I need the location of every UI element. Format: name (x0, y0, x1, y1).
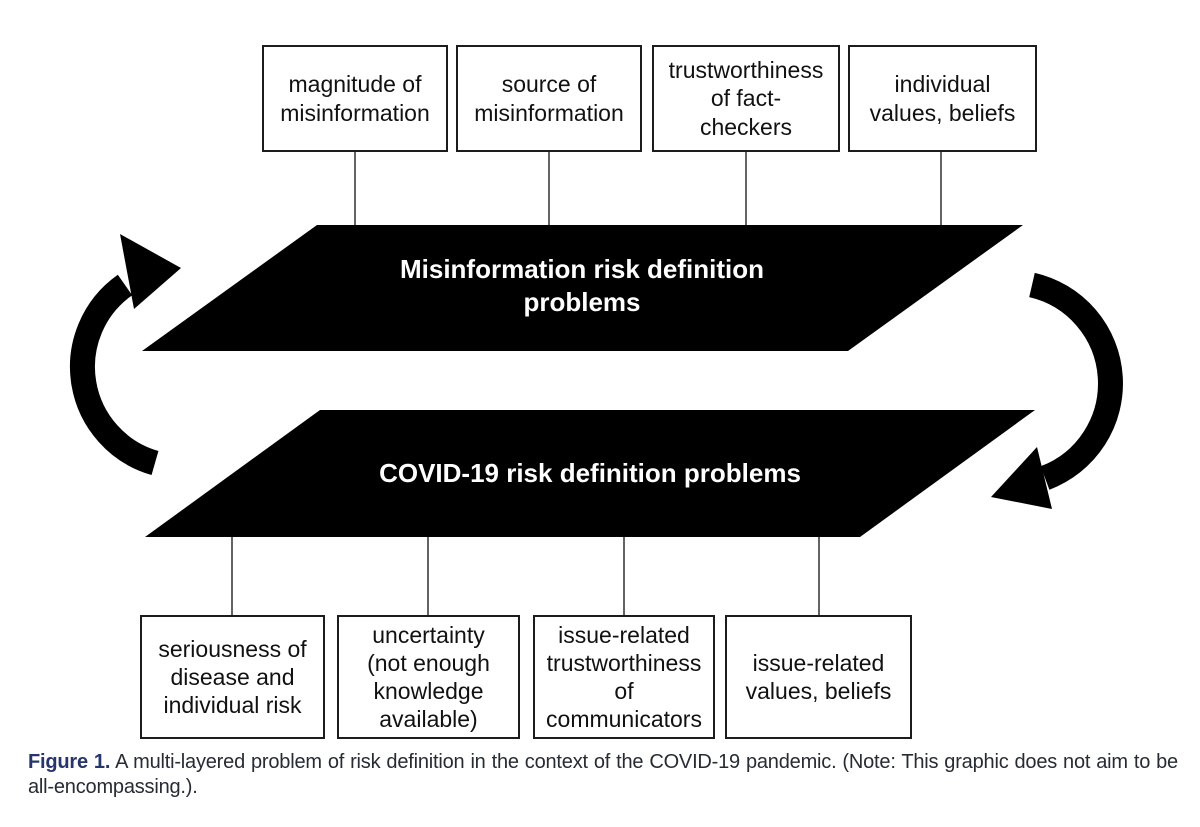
top-box-individual-values-beliefs: individual values, beliefs (848, 45, 1037, 152)
figure-caption: Figure 1. A multi-layered problem of ris… (28, 750, 1178, 800)
box-label: seriousness of disease and individual ri… (158, 635, 307, 719)
box-label: individual values, beliefs (869, 71, 1016, 126)
figure-caption-text: A multi-layered problem of risk definiti… (28, 751, 1178, 798)
cycle-arrow-right-icon (991, 272, 1123, 509)
box-label: trustworthiness of fact- checkers (668, 57, 824, 140)
box-label: magnitude of misinformation (280, 71, 430, 126)
misinformation-layer-label: Misinformation risk definition problems (399, 254, 764, 318)
covid-layer-shape (145, 410, 1035, 537)
bottom-box-seriousness-of-disease: seriousness of disease and individual ri… (140, 615, 325, 739)
top-box-trustworthiness-of-fact-checkers: trustworthiness of fact- checkers (652, 45, 840, 152)
top-box-magnitude-of-misinformation: magnitude of misinformation (262, 45, 448, 152)
box-label: issue-related trustworthiness of communi… (546, 621, 702, 733)
covid-layer-label: COVID-19 risk definition problems (379, 458, 801, 488)
box-label: source of misinformation (474, 71, 624, 126)
top-box-source-of-misinformation: source of misinformation (456, 45, 642, 152)
misinformation-layer-shape (142, 225, 1023, 351)
figure-caption-label: Figure 1. (28, 751, 111, 773)
cycle-arrow-left-icon (69, 234, 181, 476)
bottom-box-uncertainty: uncertainty (not enough knowledge availa… (337, 615, 520, 739)
bottom-box-issue-related-trustworthiness: issue-related trustworthiness of communi… (533, 615, 715, 739)
box-label: issue-related values, beliefs (745, 649, 892, 704)
bottom-box-issue-related-values-beliefs: issue-related values, beliefs (725, 615, 912, 739)
box-label: uncertainty (not enough knowledge availa… (367, 621, 490, 733)
